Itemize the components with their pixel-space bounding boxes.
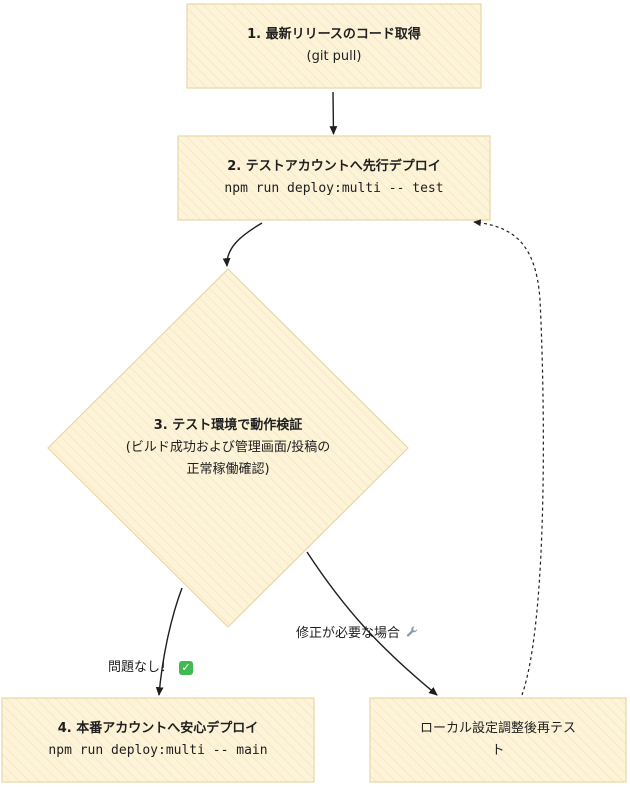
edge-3-to-5 — [306, 551, 438, 696]
node-2-command: npm run deploy:multi -- test — [224, 181, 444, 196]
node-3-line-2: (ビルド成功および管理画面/投稿の — [125, 440, 331, 455]
node-5-line-1: ローカル設定調整後再テス — [419, 721, 576, 736]
node-5-text: ローカル設定調整後再テス ト — [390, 718, 606, 762]
node-3-text: 3. テスト環境で動作検証 (ビルド成功および管理画面/投稿の 正常稼働確認) — [88, 415, 368, 481]
node-4-title: 4. 本番アカウントへ安心デプロイ — [57, 721, 259, 736]
node-2-box — [177, 135, 491, 221]
edge-5-to-2-retry — [473, 219, 544, 696]
node-1-text: 1. 最新リリースのコード取得 (git pull) — [187, 24, 481, 68]
node-3-line-3: 正常稼働確認) — [186, 462, 270, 477]
node-1-title: 1. 最新リリースのコード取得 — [247, 27, 421, 42]
edge-label-fix-text: 修正が必要な場合 — [296, 626, 401, 641]
edge-1-to-2 — [329, 91, 338, 135]
node-5-box — [369, 697, 627, 783]
node-4-command: npm run deploy:multi -- main — [48, 743, 268, 758]
edge-label-ok-text: 問題なし！ — [108, 660, 174, 675]
check-mark-icon: ✓ — [179, 660, 194, 675]
node-5-line-2: ト — [491, 743, 505, 758]
edge-2-to-3 — [222, 222, 263, 267]
node-2-title: 2. テストアカウントへ先行デプロイ — [227, 159, 441, 174]
node-4-box — [1, 697, 315, 783]
node-2-text: 2. テストアカウントへ先行デプロイ npm run deploy:multi … — [178, 156, 490, 200]
node-1-subtitle: (git pull) — [306, 49, 362, 64]
node-3-title: 3. テスト環境で動作検証 — [153, 418, 303, 433]
node-4-text: 4. 本番アカウントへ安心デプロイ npm run deploy:multi -… — [2, 718, 314, 762]
edge-label-fix: 修正が必要な場合 — [296, 622, 419, 642]
edge-label-ok: 問題なし！ ✓ — [108, 656, 194, 675]
wrench-icon — [406, 625, 419, 642]
node-1-box — [186, 3, 482, 89]
node-3-diamond — [47, 268, 409, 628]
edge-3-to-4 — [155, 587, 183, 696]
